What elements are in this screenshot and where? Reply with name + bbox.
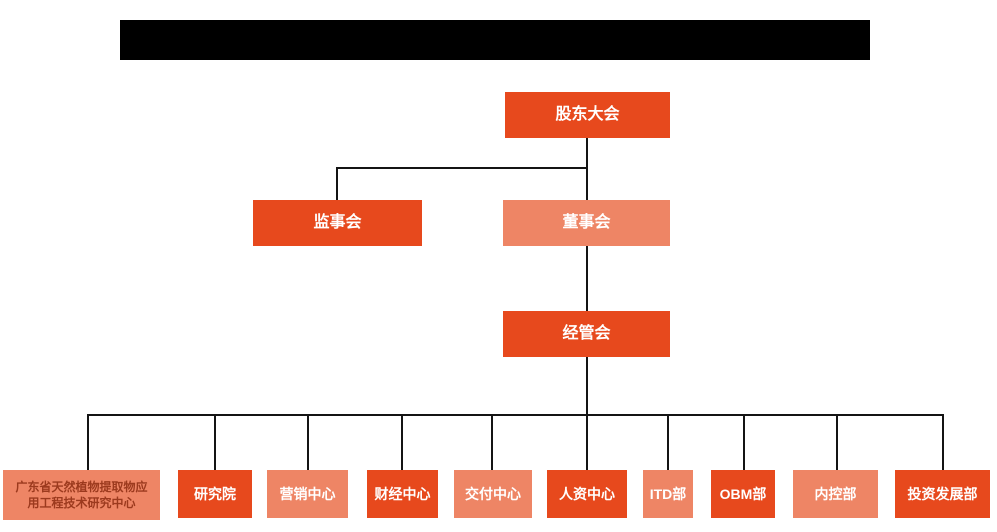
org-node-shareholders-meeting: 股东大会 (505, 92, 670, 138)
connector-line (87, 414, 944, 416)
org-node-board-of-directors: 董事会 (503, 200, 670, 246)
org-node-supervisory-board: 监事会 (253, 200, 422, 246)
org-node-marketing-center: 营销中心 (267, 470, 348, 518)
org-node-hr-center: 人资中心 (547, 470, 627, 518)
org-node-internal-control-dept: 内控部 (793, 470, 878, 518)
connector-line (586, 137, 588, 169)
org-node-research-center: 广东省天然植物提取物应用工程技术研究中心 (3, 470, 160, 520)
connector-line (336, 167, 338, 201)
connector-line (491, 414, 493, 471)
connector-line (586, 245, 588, 312)
org-node-investment-dev-dept: 投资发展部 (895, 470, 990, 518)
org-node-obm-dept: OBM部 (711, 470, 775, 518)
connector-line (667, 414, 669, 471)
org-node-itd-dept: ITD部 (643, 470, 693, 518)
org-node-finance-center: 财经中心 (367, 470, 438, 518)
org-node-management-committee: 经管会 (503, 311, 670, 357)
connector-line (743, 414, 745, 471)
connector-line (586, 167, 588, 201)
connector-line (401, 414, 403, 471)
connector-line (586, 356, 588, 416)
org-node-delivery-center: 交付中心 (454, 470, 532, 518)
connector-line (836, 414, 838, 471)
connector-line (336, 167, 588, 169)
connector-line (942, 414, 944, 471)
org-node-research-institute: 研究院 (178, 470, 252, 518)
connector-line (307, 414, 309, 471)
connector-line (586, 414, 588, 471)
redacted-title-bar (120, 20, 870, 60)
connector-line (214, 414, 216, 471)
connector-line (87, 414, 89, 471)
